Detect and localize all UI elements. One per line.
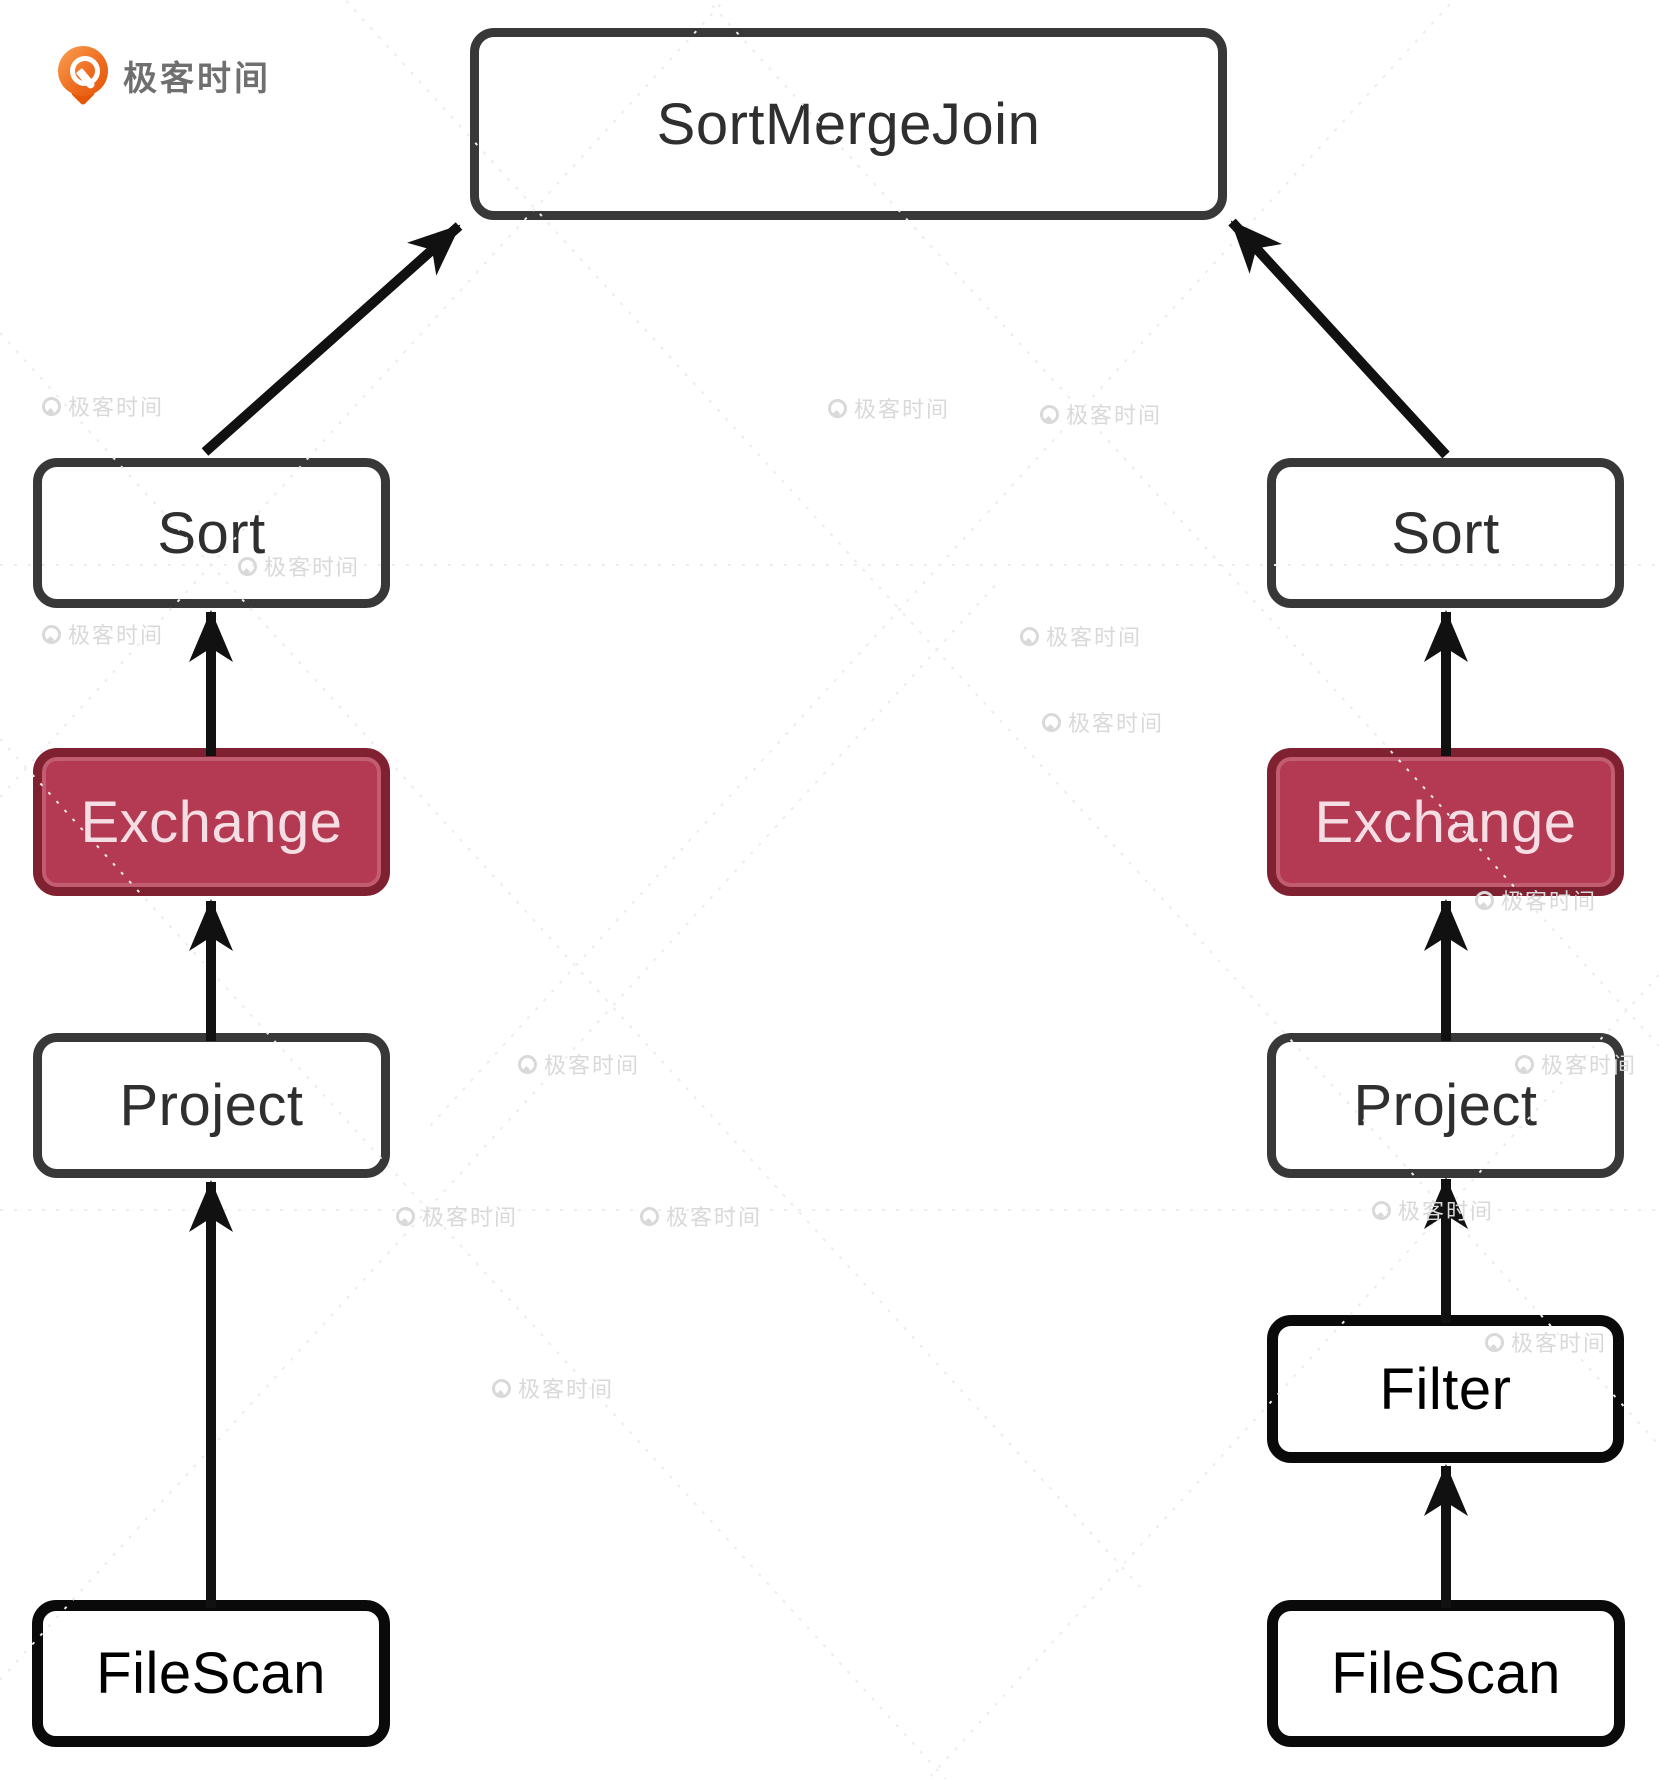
node-label: Sort	[1391, 500, 1500, 566]
node-sort-right: Sort	[1267, 458, 1624, 608]
node-label: Sort	[157, 500, 266, 566]
node-label: Exchange	[80, 789, 343, 855]
geektime-logo: 极客时间	[58, 46, 271, 106]
node-sortmergejoin: SortMergeJoin	[470, 28, 1227, 220]
node-filter-right: Filter	[1267, 1315, 1624, 1463]
geektime-logo-text: 极客时间	[123, 59, 271, 98]
node-project-left: Project	[33, 1033, 390, 1178]
node-exchange-left: Exchange	[33, 748, 390, 896]
node-label: Project	[119, 1073, 304, 1138]
node-sort-left: Sort	[33, 458, 390, 608]
node-label: Filter	[1379, 1356, 1512, 1422]
node-exchange-right: Exchange	[1267, 748, 1624, 896]
node-label: FileScan	[1331, 1641, 1561, 1706]
geektime-pin-icon	[58, 46, 110, 106]
node-label: Project	[1353, 1073, 1538, 1138]
node-filescan-right: FileScan	[1267, 1600, 1625, 1747]
node-label: Exchange	[1314, 789, 1577, 855]
node-label: FileScan	[96, 1641, 326, 1706]
node-project-right: Project	[1267, 1033, 1624, 1178]
node-label: SortMergeJoin	[656, 91, 1041, 157]
node-filescan-left: FileScan	[32, 1600, 390, 1747]
